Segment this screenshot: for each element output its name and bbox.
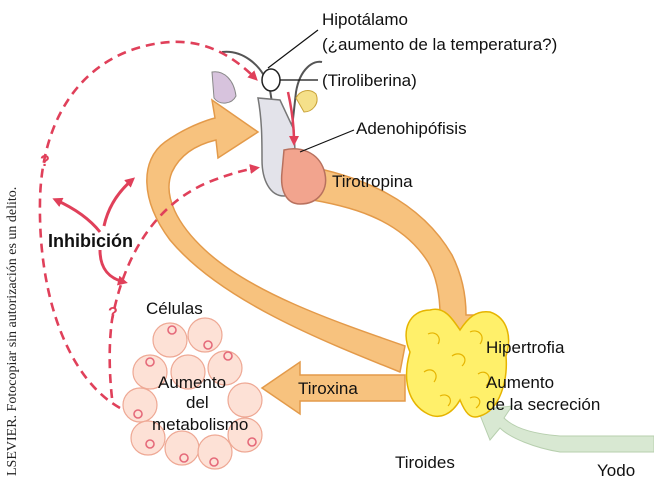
copyright-sidebar: LSEVIER. Fotocopiar sin autorización es … bbox=[5, 187, 20, 476]
adenohipofisis-leader bbox=[300, 130, 354, 152]
label-aumento-temperatura: (¿aumento de la temperatura?) bbox=[322, 35, 557, 54]
label-yodo: Yodo bbox=[597, 461, 635, 480]
label-aumento-secrecion-1: Aumento bbox=[486, 373, 554, 392]
label-tirotropina: Tirotropina bbox=[332, 172, 413, 191]
label-hipertrofia: Hipertrofia bbox=[486, 338, 565, 357]
label-aumento-metabolismo-1: Aumento bbox=[158, 373, 226, 392]
label-inhibicion: Inhibición bbox=[48, 231, 133, 251]
label-aumento-metabolismo-3: metabolismo bbox=[152, 415, 248, 434]
label-tiroxina: Tiroxina bbox=[298, 379, 358, 398]
label-celulas: Células bbox=[146, 299, 203, 318]
label-tiroides: Tiroides bbox=[395, 453, 455, 472]
label-aumento-secrecion-2: de la secreción bbox=[486, 395, 600, 414]
label-tiroliberina: (Tiroliberina) bbox=[322, 71, 417, 90]
question-mark-upper: ? bbox=[40, 153, 50, 170]
question-mark-lower: ? bbox=[108, 305, 118, 322]
label-aumento-metabolismo-2: del bbox=[186, 393, 209, 412]
label-hipotalamo: Hipotálamo bbox=[322, 10, 408, 29]
hipotalamo-leader bbox=[268, 30, 318, 68]
label-adenohipofisis: Adenohipófisis bbox=[356, 119, 467, 138]
